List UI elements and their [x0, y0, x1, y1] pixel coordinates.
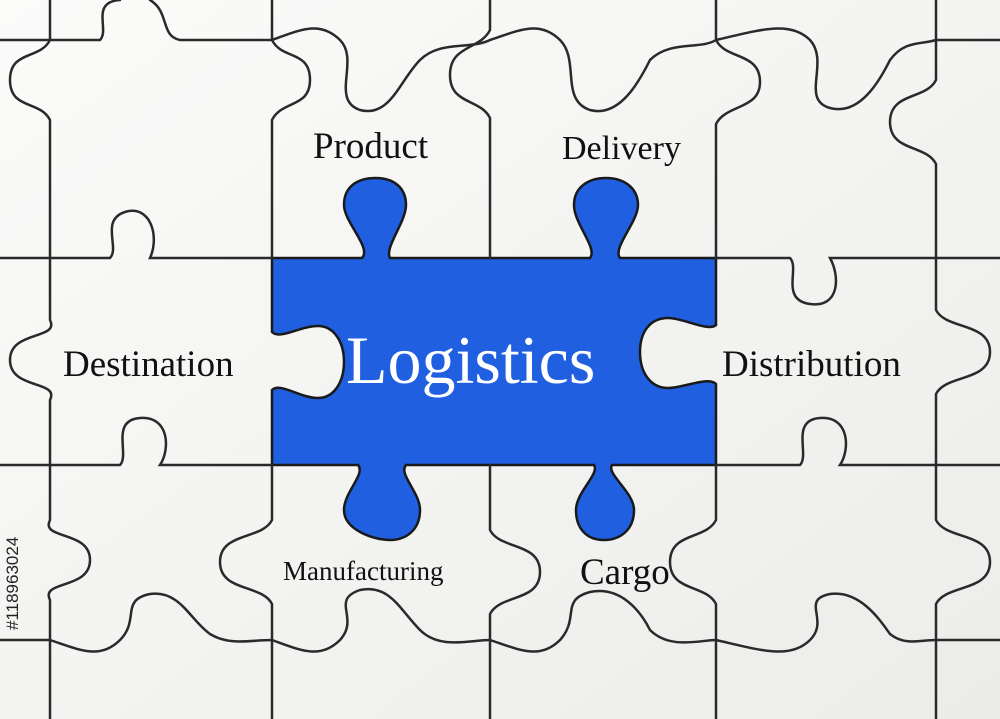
- label-product: Product: [313, 126, 429, 167]
- label-manufacturing: Manufacturing: [283, 556, 444, 586]
- label-distribution: Distribution: [722, 344, 901, 385]
- label-cargo: Cargo: [580, 552, 670, 593]
- label-delivery: Delivery: [562, 130, 681, 167]
- stock-image-id: #118963024: [3, 537, 22, 630]
- label-destination: Destination: [63, 344, 234, 385]
- missing-pieces-hole: [270, 176, 718, 542]
- center-title-logistics: Logistics: [346, 322, 596, 398]
